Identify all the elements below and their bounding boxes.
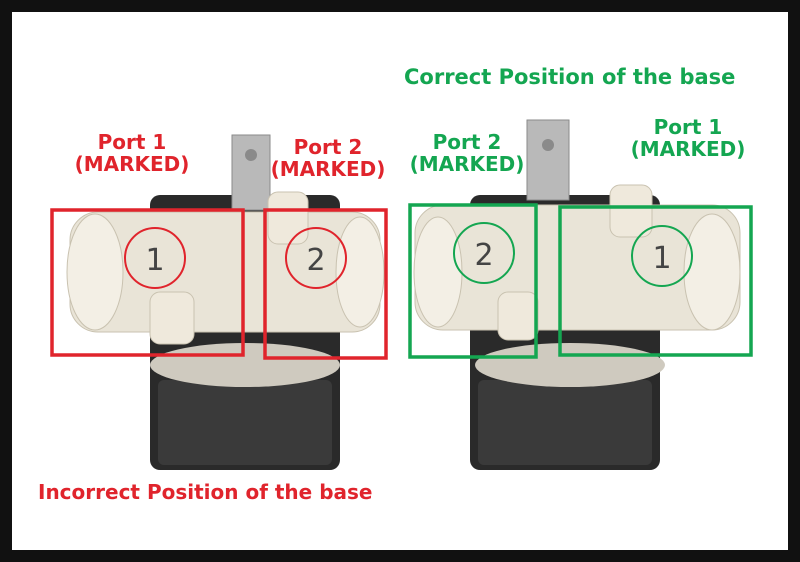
right-port2-box — [408, 203, 538, 359]
left-marker-a-text: 1 — [145, 243, 164, 278]
left-port-a-subtitle: (MARKED) — [74, 152, 190, 177]
left-terminal — [231, 134, 271, 211]
right-marker-a-text: 2 — [474, 238, 493, 273]
right-port1-box — [558, 205, 753, 357]
right-bottom-nozzle — [497, 291, 539, 341]
left-port-a-label: Port 1 (MARKED) — [62, 131, 202, 176]
incorrect-caption: Incorrect Position of the base — [38, 480, 373, 504]
left-marker-b-text: 2 — [306, 243, 325, 278]
right-port-b-subtitle: (MARKED) — [630, 137, 746, 162]
left-bottom-nozzle — [149, 291, 195, 345]
right-port-b-title: Port 1 — [653, 115, 723, 139]
left-port-b-label: Port 2 (MARKED) — [258, 136, 398, 181]
correct-caption: Correct Position of the base — [404, 65, 736, 89]
left-marker-1-circle — [124, 227, 186, 289]
right-top-nozzle — [609, 184, 653, 238]
left-terminal-hole — [245, 149, 257, 161]
right-marker-1-circle — [631, 225, 693, 287]
right-port-a-title: Port 2 — [432, 130, 502, 154]
right-terminal — [526, 119, 570, 201]
left-port1-end — [66, 213, 124, 331]
right-marker-2-circle — [453, 222, 515, 284]
right-port1-end — [683, 213, 741, 331]
right-port-a-label: Port 2 (MARKED) — [397, 131, 537, 176]
right-marker-b-text: 1 — [652, 241, 671, 276]
left-port2-end — [335, 216, 385, 328]
left-port-b-subtitle: (MARKED) — [270, 157, 386, 182]
left-port-b-title: Port 2 — [293, 135, 363, 159]
left-top-nozzle — [267, 191, 309, 245]
left-coil-face — [158, 380, 332, 465]
right-port-a-subtitle: (MARKED) — [409, 152, 525, 177]
right-coil-face — [478, 380, 652, 465]
right-port-b-label: Port 1 (MARKED) — [618, 116, 758, 161]
left-port1-box — [50, 208, 245, 357]
left-port-a-title: Port 1 — [97, 130, 167, 154]
right-terminal-hole — [542, 139, 554, 151]
left-marker-2-circle — [285, 227, 347, 289]
left-port2-box — [263, 208, 388, 360]
